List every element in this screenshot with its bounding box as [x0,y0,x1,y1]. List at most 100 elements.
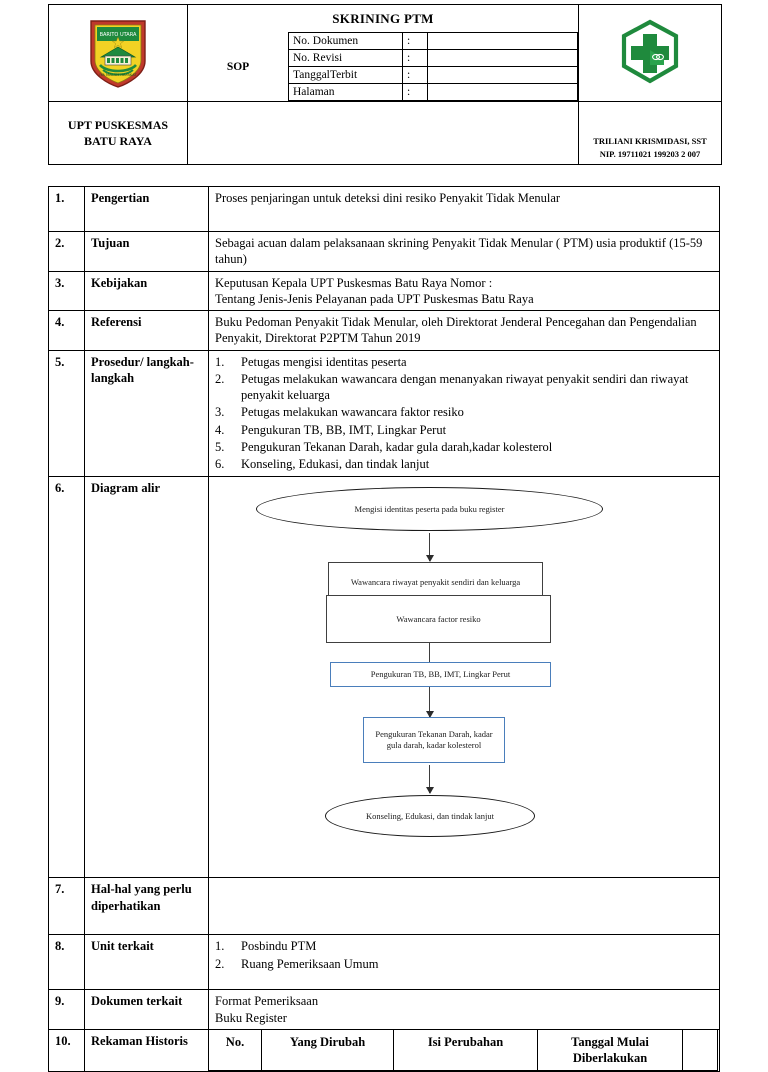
column-header-yang-dirubah: Yang Dirubah [261,1028,394,1072]
step-text: Petugas melakukan wawancara faktor resik… [241,405,464,420]
step-number: 6. [215,457,225,471]
field-colon-no-dokumen: : [402,32,428,50]
field-value-no-dokumen[interactable] [427,32,578,50]
unit-name: UPT PUSKESMAS BATU RAYA [49,117,187,149]
table-header-row: No. Yang Dirubah Isi Perubahan Tanggal M… [208,1028,718,1072]
row-label-tujuan: Tujuan [84,231,209,272]
row-label-unit-terkait: Unit terkait [84,934,209,991]
list-item: 1.Petugas mengisi identitas peserta [215,354,714,370]
row-body-unit-terkait: 1. Posbindu PTM 2.Ruang Pemeriksaan Umum [208,934,720,991]
row-kebijakan: 3. Kebijakan Keputusan Kepala UPT Puskes… [48,270,720,311]
row-label-rekaman: Rekaman Historis [84,1028,209,1072]
signature-blank-area [187,101,579,165]
row-label-dokumen-terkait: Dokumen terkait [84,989,209,1030]
field-colon-halaman: : [402,83,428,101]
kabupaten-logo-cell: BARITO UTARA IYA MALAM HAPAKAT [48,4,188,102]
field-value-no-revisi[interactable] [427,49,578,67]
signer-block: TRILIANI KRISMIDASI, SST NIP. 19711021 1… [590,135,710,164]
row-body-rekaman: No. Yang Dirubah Isi Perubahan Tanggal M… [208,1028,720,1072]
flow-node-interview-risk: Wawancara factor resiko [326,595,551,644]
row-label-kebijakan: Kebijakan [84,270,209,311]
row-unit-terkait: 8. Unit terkait 1. Posbindu PTM 2.Ruang P… [48,934,720,991]
column-header-tanggal-mulai: Tanggal Mulai Diberlakukan [537,1028,683,1072]
unit-terkait-list: 1. Posbindu PTM 2.Ruang Pemeriksaan Umum [215,938,714,972]
field-colon-no-revisi: : [402,49,428,67]
column-header-no: No. [208,1028,262,1072]
step-text: Pengukuran Tekanan Darah, kadar gula dar… [241,439,553,454]
prosedur-step-list: 1.Petugas mengisi identitas peserta 2.Pe… [215,354,714,473]
unit-name-line2: BATU RAYA [84,134,152,148]
list-item: 5.Pengukuran Tekanan Darah, kadar gula d… [215,439,714,455]
row-hal-hal: 7. Hal-hal yang perlu diperhatikan [48,877,720,936]
dokumen-line1: Format Pemeriksaan [215,994,319,1009]
row-number-prosedur: 5. [48,349,85,478]
puskesmas-logo-cell [578,4,722,102]
row-referensi: 4. Referensi Buku Pedoman Penyakit Tidak… [48,310,720,351]
row-number-tujuan: 2. [48,231,85,272]
revision-history-table: No. Yang Dirubah Isi Perubahan Tanggal M… [208,1028,718,1072]
row-body-prosedur: 1.Petugas mengisi identitas peserta 2.Pe… [208,349,720,478]
kabupaten-emblem-icon: BARITO UTARA IYA MALAM HAPAKAT [90,20,146,88]
signer-nip: NIP. 19711021 199203 2 007 [599,148,701,159]
list-item: 1. Posbindu PTM [215,938,714,954]
flow-arrow-4 [426,687,434,719]
row-pengertian: 1. Pengertian Proses penjaringan untuk d… [48,186,720,232]
row-body-tujuan: Sebagai acuan dalam pelaksanaan skrining… [208,231,720,272]
row-label-diagram: Diagram alir [84,476,209,879]
flow-node-start: Mengisi identitas peserta pada buku regi… [256,487,603,532]
item-number: 1. [215,939,225,954]
row-dokumen-terkait: 9. Dokumen terkait Format Pemeriksaan Bu… [48,989,720,1030]
row-body-hal-hal [208,877,720,936]
row-rekaman-historis: 10. Rekaman Historis No. Yang Dirubah Is… [48,1028,720,1072]
unit-name-cell: UPT PUSKESMAS BATU RAYA [48,101,188,165]
row-diagram-alir: 6. Diagram alir Mengisi identitas pesert… [48,476,720,879]
flow-arrow-1 [426,533,434,563]
flowchart: Mengisi identitas peserta pada buku regi… [209,477,719,877]
row-number-rekaman: 10. [48,1028,85,1072]
kebijakan-line1: Keputusan Kepala UPT Puskesmas Batu Raya… [215,275,493,290]
row-label-referensi: Referensi [84,310,209,351]
field-label-tanggal-terbit: TanggalTerbit [288,66,403,84]
signer-name: TRILIANI KRISMIDASI, SST [593,136,707,147]
step-number: 2. [215,371,225,386]
sop-label: SOP [188,32,289,101]
row-label-pengertian: Pengertian [84,186,209,232]
step-text: Konseling, Edukasi, dan tindak lanjut [241,457,430,471]
kebijakan-line2: Tentang Jenis-Jenis Pelayanan pada UPT P… [215,291,534,306]
list-item: 2.Petugas melakukan wawancara dengan men… [215,371,714,404]
unit-name-line1: UPT PUSKESMAS [67,117,169,132]
row-number-diagram: 6. [48,476,85,879]
signer-cell: TRILIANI KRISMIDASI, SST NIP. 19711021 1… [578,101,722,165]
row-number-referensi: 4. [48,310,85,351]
sop-content-table: 1. Pengertian Proses penjaringan untuk d… [48,186,720,1072]
puskesmas-logo-icon [621,19,679,84]
step-number: 4. [215,422,225,437]
row-body-diagram: Mengisi identitas peserta pada buku regi… [208,476,720,879]
column-header-isi-perubahan: Isi Perubahan [393,1028,538,1072]
document-title: SKRINING PTM [332,11,434,26]
row-label-prosedur: Prosedur/ langkah-langkah [84,349,209,478]
row-body-dokumen-terkait: Format Pemeriksaan Buku Register [208,989,720,1030]
field-value-tanggal-terbit[interactable] [427,66,578,84]
row-body-pengertian: Proses penjaringan untuk deteksi dini re… [208,186,720,232]
list-item: 3. Petugas melakukan wawancara faktor re… [215,404,714,420]
field-label-no-dokumen: No. Dokumen [288,32,403,50]
row-label-hal-hal: Hal-hal yang perlu diperhatikan [84,877,209,936]
list-item: 4.Pengukuran TB, BB, IMT, Lingkar Perut [215,422,714,438]
document-fields-table: SOP No. Dokumen : No. Revisi : [188,32,578,101]
flow-node-vitals: Pengukuran Tekanan Darah, kadar gula dar… [363,717,505,764]
row-body-kebijakan: Keputusan Kepala UPT Puskesmas Batu Raya… [208,270,720,311]
list-item: 2.Ruang Pemeriksaan Umum [215,956,714,972]
item-text: Posbindu PTM [241,939,317,954]
svg-text:BARITO UTARA: BARITO UTARA [100,32,137,38]
field-value-halaman[interactable] [427,83,578,101]
step-number: 3. [215,405,225,420]
flow-node-end: Konseling, Edukasi, dan tindak lanjut [325,795,535,838]
row-body-referensi: Buku Pedoman Penyakit Tidak Menular, ole… [208,310,720,351]
row-number-unit-terkait: 8. [48,934,85,991]
svg-text:IYA MALAM HAPAKAT: IYA MALAM HAPAKAT [99,73,137,77]
field-colon-tanggal-terbit: : [402,66,428,84]
field-label-halaman: Halaman [288,83,403,101]
field-label-no-revisi: No. Revisi [288,49,403,67]
sop-document-page: BARITO UTARA IYA MALAM HAPAKAT [48,4,722,1072]
